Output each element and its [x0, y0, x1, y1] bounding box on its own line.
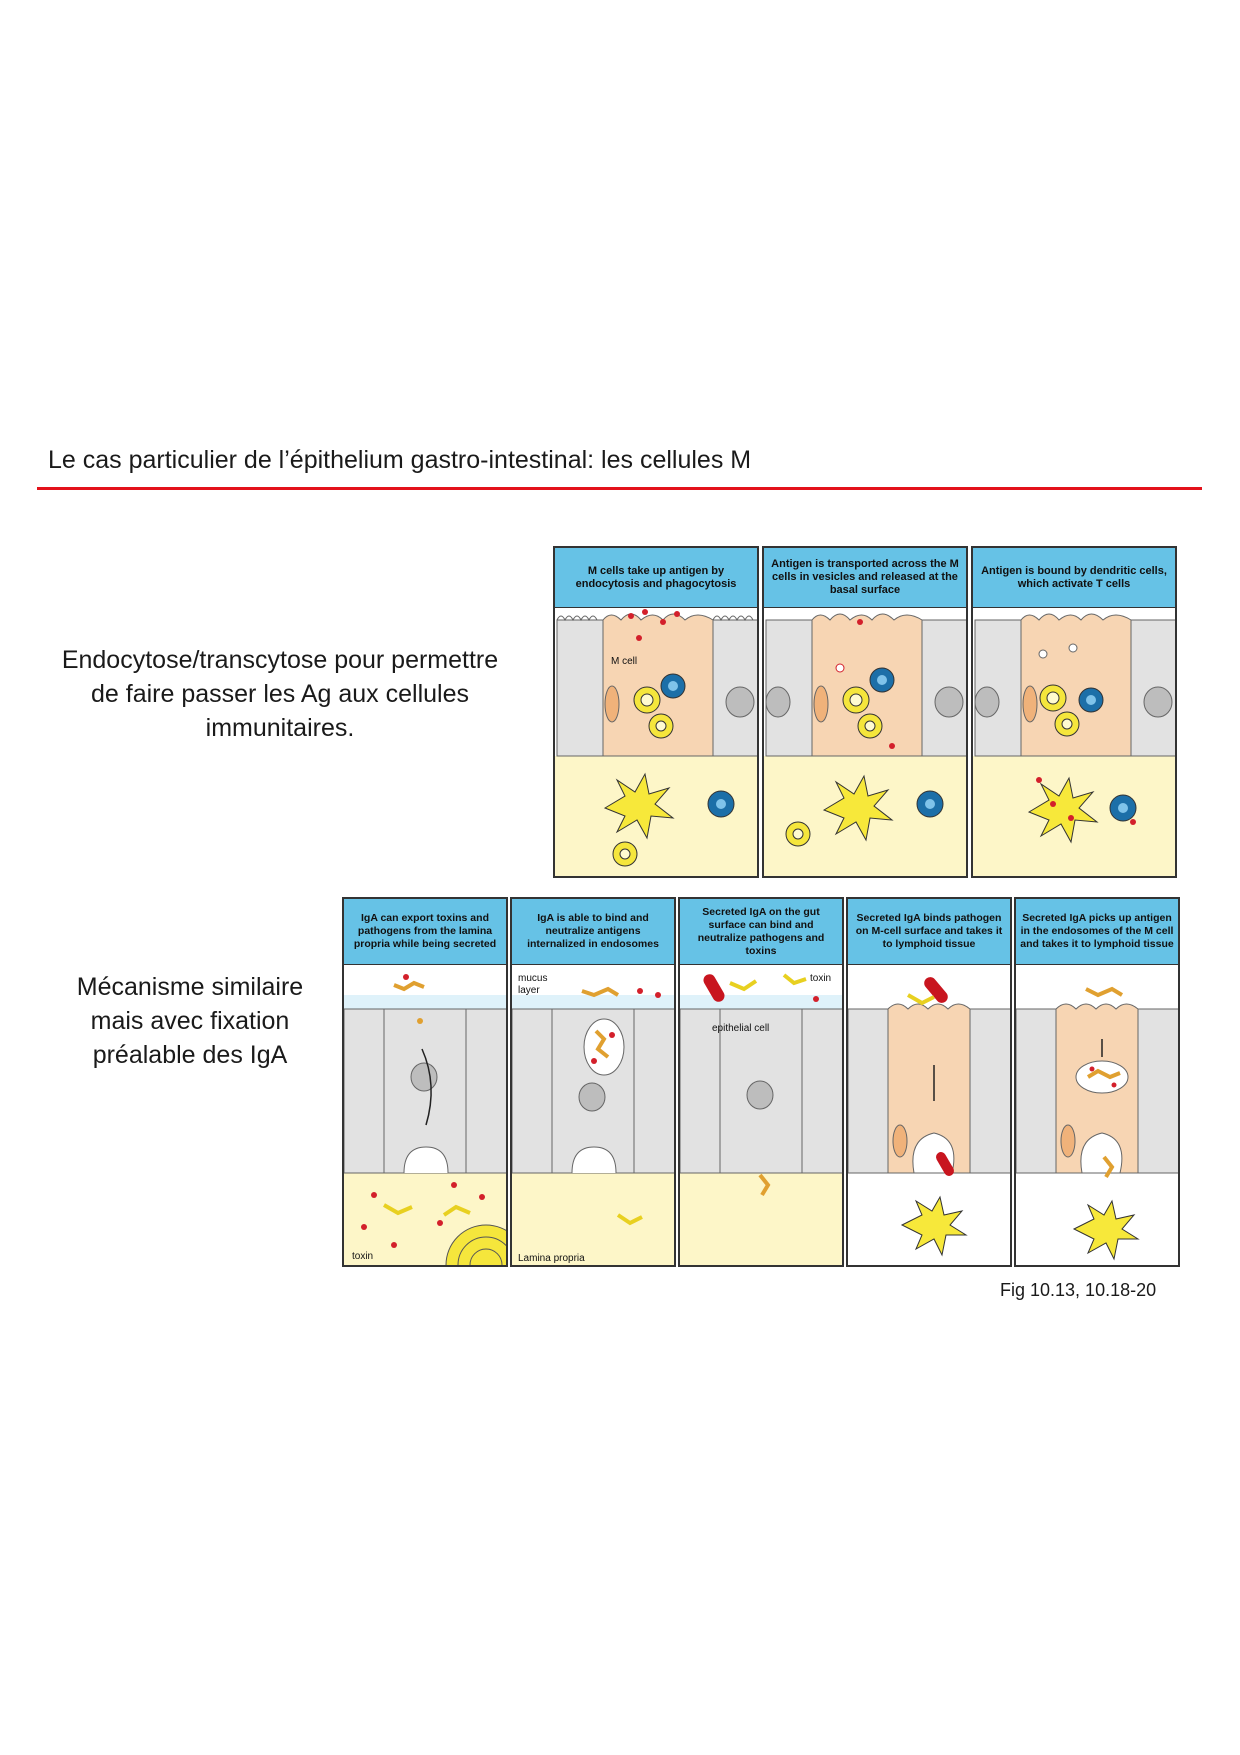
- epithelial-cell-label: epithelial cell: [712, 1023, 769, 1034]
- description-iga-mechanism: Mécanisme similaire mais avec fixation p…: [76, 973, 304, 1069]
- bottom-panel-4: Secreted IgA binds pathogen on M-cell su…: [846, 897, 1012, 1267]
- panel-caption: IgA is able to bind and neutralize antig…: [512, 899, 674, 965]
- layer-label: layer: [518, 985, 540, 996]
- m-cell-label: M cell: [611, 656, 637, 667]
- panel-caption: Secreted IgA picks up antigen in the end…: [1016, 899, 1178, 965]
- iga-endosome-illustration: mucus layer Lamina propria: [512, 965, 674, 1265]
- dendritic-activation-illustration: [973, 608, 1175, 876]
- description-endocytosis: Endocytose/transcytose pour permettre de…: [61, 646, 499, 742]
- slide-title: Le cas particulier de l’épithelium gastr…: [48, 446, 752, 474]
- panel-caption: Secreted IgA binds pathogen on M-cell su…: [848, 899, 1010, 965]
- panel-caption: Antigen is bound by dendritic cells, whi…: [973, 548, 1175, 608]
- figure-reference: Fig 10.13, 10.18-20: [1000, 1280, 1157, 1300]
- panel-caption: M cells take up antigen by endocytosis a…: [555, 548, 757, 608]
- iga-surface-neutralization-illustration: toxin epithelial cell: [680, 965, 842, 1265]
- iga-m-cell-endosome-illustration: [1016, 965, 1178, 1265]
- top-panel-1: M cells take up antigen by endocytosis a…: [553, 546, 759, 878]
- top-panel-2: Antigen is transported across the M cell…: [762, 546, 968, 878]
- panel-caption: Secreted IgA on the gut surface can bind…: [680, 899, 842, 965]
- bottom-panel-3: Secreted IgA on the gut surface can bind…: [678, 897, 844, 1267]
- panel-caption: Antigen is transported across the M cell…: [764, 548, 966, 608]
- bottom-panel-5: Secreted IgA picks up antigen in the end…: [1014, 897, 1180, 1267]
- iga-m-cell-pathogen-illustration: [848, 965, 1010, 1265]
- toxin-label: toxin: [810, 973, 831, 984]
- panel-caption: IgA can export toxins and pathogens from…: [344, 899, 506, 965]
- bottom-panel-1: IgA can export toxins and pathogens from…: [342, 897, 508, 1267]
- toxin-label: toxin: [352, 1251, 373, 1262]
- transcytosis-illustration: [764, 608, 966, 876]
- title-underline: [37, 487, 1202, 490]
- top-panel-3: Antigen is bound by dendritic cells, whi…: [971, 546, 1177, 878]
- mucus-label: mucus: [518, 973, 547, 984]
- iga-export-illustration: toxin: [344, 965, 506, 1265]
- bottom-panel-2: IgA is able to bind and neutralize antig…: [510, 897, 676, 1267]
- lamina-propria-label: Lamina propria: [518, 1253, 585, 1264]
- m-cell-uptake-illustration: M cell: [555, 608, 757, 876]
